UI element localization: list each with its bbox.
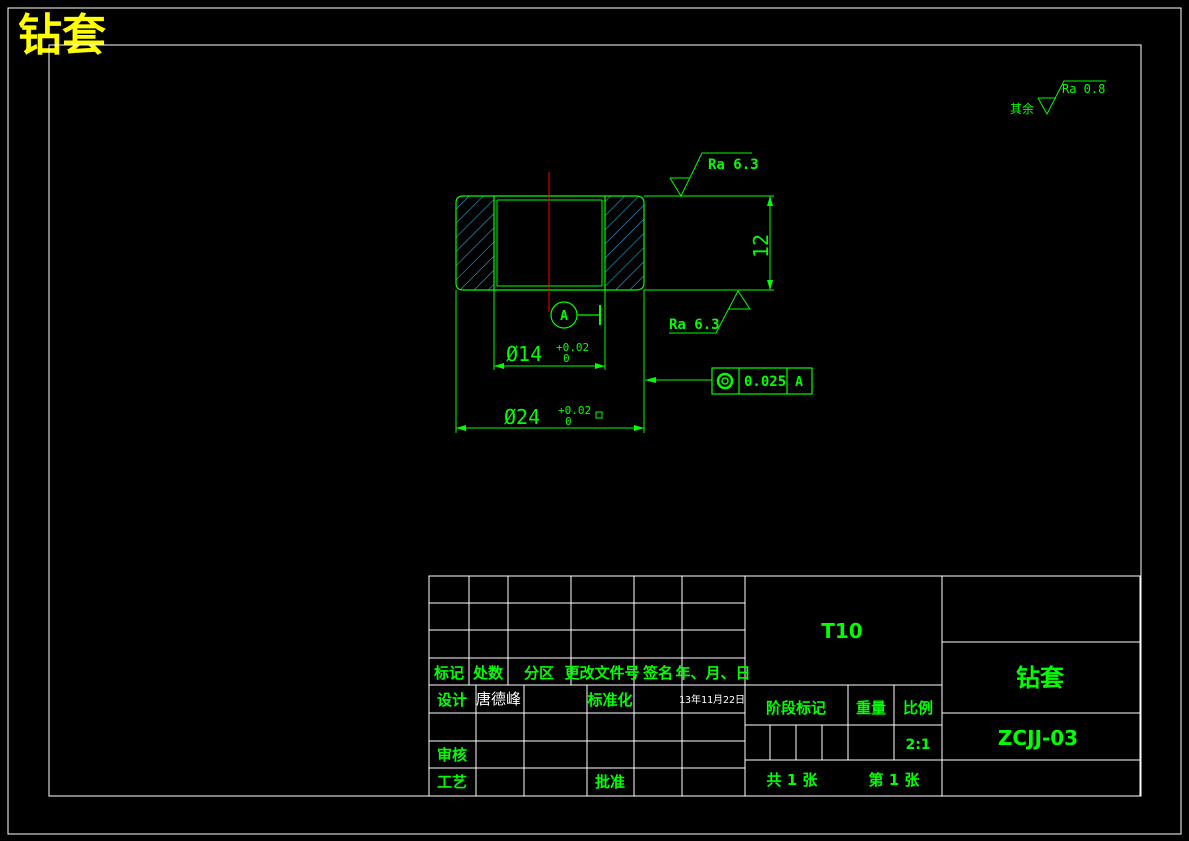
- right-wall-hatch: [604, 195, 645, 291]
- header-change-doc: 更改文件号: [564, 664, 639, 682]
- design-label: 设计: [437, 691, 467, 709]
- tolerance-frame: 0.025 A: [645, 367, 813, 395]
- other-roughness-symbol: 其余 Ra 0.8: [1010, 80, 1106, 116]
- drawing-number: ZCJJ-03: [998, 726, 1078, 750]
- bushing-section: [455, 172, 645, 312]
- outer-diameter-dimension: Ø24 +0.02 0: [455, 290, 645, 433]
- scale-value: 2:1: [905, 737, 930, 753]
- inner-diameter-label: Ø14: [506, 342, 542, 366]
- sheet-total: 共 1 张: [767, 771, 819, 789]
- material: T10: [821, 619, 862, 643]
- review-label: 审核: [437, 746, 467, 764]
- sheet-number: 第 1 张: [869, 771, 921, 789]
- left-wall-hatch: [455, 195, 495, 291]
- outer-diameter-label: Ø24: [504, 405, 540, 429]
- design-date: 13年11月22日: [679, 693, 745, 706]
- stage-label: 阶段标记: [766, 699, 826, 717]
- inner-diameter-dimension: Ø14 +0.02 0: [493, 290, 606, 370]
- header-zone: 分区: [524, 664, 554, 682]
- designer-name: 唐德峰: [476, 690, 521, 708]
- scale-label: 比例: [903, 699, 933, 717]
- outer-tol-lower: 0: [565, 415, 572, 428]
- header-date: 年、月、日: [675, 664, 750, 682]
- outer-tol-upper: +0.02: [558, 404, 591, 417]
- standardize-label: 标准化: [586, 691, 632, 709]
- inner-frame: [48, 44, 1142, 797]
- datum-label: A: [560, 309, 568, 324]
- drawing-title: 钻套: [18, 10, 106, 61]
- height-dimension: 12: [644, 196, 774, 291]
- bottom-roughness-label: Ra 6.3: [669, 317, 720, 333]
- approve-label: 批准: [595, 773, 625, 791]
- part-name: 钻套: [1016, 664, 1065, 692]
- tolerance-value: 0.025: [744, 374, 786, 390]
- revision-headers: 标记 处数 分区 更改文件号 签名 年、月、日: [433, 664, 751, 682]
- height-dimension-label: 12: [749, 234, 773, 258]
- process-label: 工艺: [437, 773, 467, 791]
- top-roughness-symbol: Ra 6.3: [644, 152, 774, 198]
- inner-tol-upper: +0.02: [556, 341, 589, 354]
- datum-symbol: A: [550, 301, 601, 329]
- tolerance-datum: A: [795, 375, 803, 390]
- outer-frame: [7, 7, 1182, 835]
- header-signature: 签名: [642, 664, 673, 682]
- other-roughness-prefix: 其余: [1010, 101, 1034, 116]
- title-block: [428, 575, 1141, 797]
- bottom-roughness-symbol: Ra 6.3: [669, 290, 751, 334]
- header-count: 处数: [472, 664, 504, 682]
- other-roughness-value: Ra 0.8: [1062, 82, 1105, 96]
- header-mark: 标记: [433, 664, 464, 682]
- top-roughness-label: Ra 6.3: [708, 157, 759, 173]
- weight-label: 重量: [856, 699, 886, 717]
- concentricity-icon: [716, 372, 734, 390]
- inner-tol-lower: 0: [563, 352, 570, 365]
